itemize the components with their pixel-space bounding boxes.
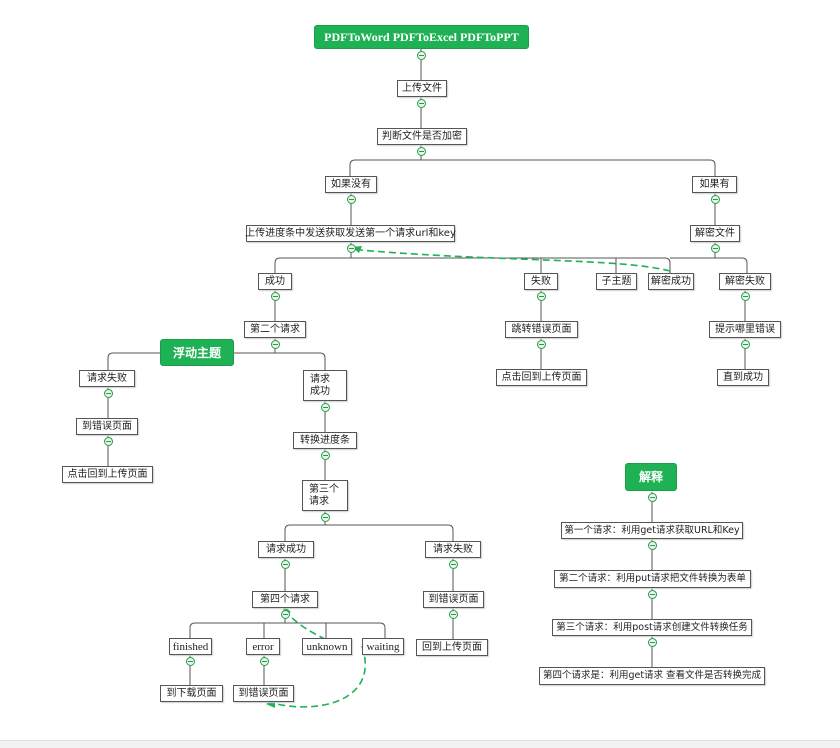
node-upload[interactable]: 上传文件 xyxy=(397,80,447,97)
node-to-download[interactable]: 到下载页面 xyxy=(160,685,223,702)
collapse-toggle-to-error-1[interactable] xyxy=(104,437,113,446)
explanation-3[interactable]: 第三个请求：利用post请求创建文件转换任务 xyxy=(552,619,752,636)
node-progress-first-request[interactable]: 上传进度条中发送获取发送第一个请求url和key xyxy=(245,225,456,242)
node-third-request[interactable]: 第三个 请求 xyxy=(302,480,348,511)
floating-topic[interactable]: 浮动主题 xyxy=(160,339,234,366)
collapse-toggle-decrypt[interactable] xyxy=(711,244,720,253)
explain-topic[interactable]: 解释 xyxy=(625,463,677,491)
node-success[interactable]: 成功 xyxy=(258,273,292,290)
collapse-toggle-fourth[interactable] xyxy=(281,610,290,619)
collapse-toggle-explain[interactable] xyxy=(648,493,657,502)
node-decrypt-fail[interactable]: 解密失败 xyxy=(719,273,771,290)
node-if-yes[interactable]: 如果有 xyxy=(692,176,737,193)
collapse-toggle-exp-2[interactable] xyxy=(648,590,657,599)
node-if-not[interactable]: 如果没有 xyxy=(325,176,377,193)
node-jump-error[interactable]: 跳转错误页面 xyxy=(505,321,578,338)
node-decrypt-success[interactable]: 解密成功 xyxy=(648,273,694,290)
node-back-upload-2[interactable]: 点击回到上传页面 xyxy=(62,466,153,483)
node-r3-fail[interactable]: 请求失败 xyxy=(425,541,481,558)
node-fail[interactable]: 失败 xyxy=(524,273,558,290)
collapse-toggle-request-success[interactable] xyxy=(321,403,330,412)
collapse-toggle-convert[interactable] xyxy=(321,451,330,460)
node-until-success[interactable]: 直到成功 xyxy=(717,369,769,386)
node-hint-error[interactable]: 提示哪里错误 xyxy=(709,321,781,338)
node-unknown[interactable]: unknown xyxy=(302,638,352,655)
explanation-1[interactable]: 第一个请求：利用get请求获取URL和Key xyxy=(561,522,743,539)
collapse-toggle-decrypt-fail[interactable] xyxy=(741,292,750,301)
collapse-toggle-third[interactable] xyxy=(321,513,330,522)
node-back-upload-3[interactable]: 回到上传页面 xyxy=(416,639,488,656)
collapse-toggle-finished[interactable] xyxy=(186,657,195,666)
collapse-toggle-progress[interactable] xyxy=(347,244,356,253)
node-error[interactable]: error xyxy=(246,638,280,655)
collapse-toggle-fail[interactable] xyxy=(537,292,546,301)
collapse-toggle-success[interactable] xyxy=(271,292,280,301)
collapse-toggle-root[interactable] xyxy=(417,51,426,60)
collapse-toggle-r3-fail[interactable] xyxy=(449,560,458,569)
node-fourth-request[interactable]: 第四个请求 xyxy=(252,591,318,608)
collapse-toggle-r3-success[interactable] xyxy=(281,560,290,569)
node-to-error-page-3[interactable]: 到错误页面 xyxy=(233,685,294,702)
node-finished[interactable]: finished xyxy=(169,638,212,655)
bottom-scrollbar[interactable] xyxy=(0,740,840,748)
node-waiting[interactable]: waiting xyxy=(362,638,404,655)
node-check-encrypted[interactable]: 判断文件是否加密 xyxy=(377,128,467,145)
collapse-toggle-hint-error[interactable] xyxy=(741,340,750,349)
node-to-error-page-2[interactable]: 到错误页面 xyxy=(423,591,484,608)
collapse-toggle-if-not[interactable] xyxy=(347,195,356,204)
collapse-toggle-request-fail[interactable] xyxy=(104,389,113,398)
collapse-toggle-exp-1[interactable] xyxy=(648,541,657,550)
collapse-toggle-exp-3[interactable] xyxy=(648,638,657,647)
collapse-toggle-check[interactable] xyxy=(417,147,426,156)
node-convert-progress[interactable]: 转换进度条 xyxy=(293,432,357,449)
collapse-toggle-jump-error[interactable] xyxy=(537,340,546,349)
root-title[interactable]: PDFToWord PDFToExcel PDFToPPT xyxy=(314,25,529,49)
node-request-fail[interactable]: 请求失败 xyxy=(79,370,135,387)
node-second-request[interactable]: 第二个请求 xyxy=(244,321,306,338)
node-request-success[interactable]: 请求 成功 xyxy=(303,370,347,401)
node-back-upload-1[interactable]: 点击回到上传页面 xyxy=(496,369,587,386)
node-to-error-page-1[interactable]: 到错误页面 xyxy=(76,418,138,435)
collapse-toggle-if-yes[interactable] xyxy=(711,195,720,204)
collapse-toggle-second[interactable] xyxy=(271,340,280,349)
collapse-toggle-to-error-2[interactable] xyxy=(449,610,458,619)
node-decrypt[interactable]: 解密文件 xyxy=(690,225,740,242)
node-subtopic[interactable]: 子主题 xyxy=(596,273,637,290)
explanation-4[interactable]: 第四个请求是：利用get请求 查看文件是否转换完成 xyxy=(539,667,765,685)
collapse-toggle-error[interactable] xyxy=(260,657,269,666)
collapse-toggle-upload[interactable] xyxy=(417,99,426,108)
node-r3-success[interactable]: 请求成功 xyxy=(258,541,314,558)
explanation-2[interactable]: 第二个请求：利用put请求把文件转换为表单 xyxy=(554,570,751,588)
